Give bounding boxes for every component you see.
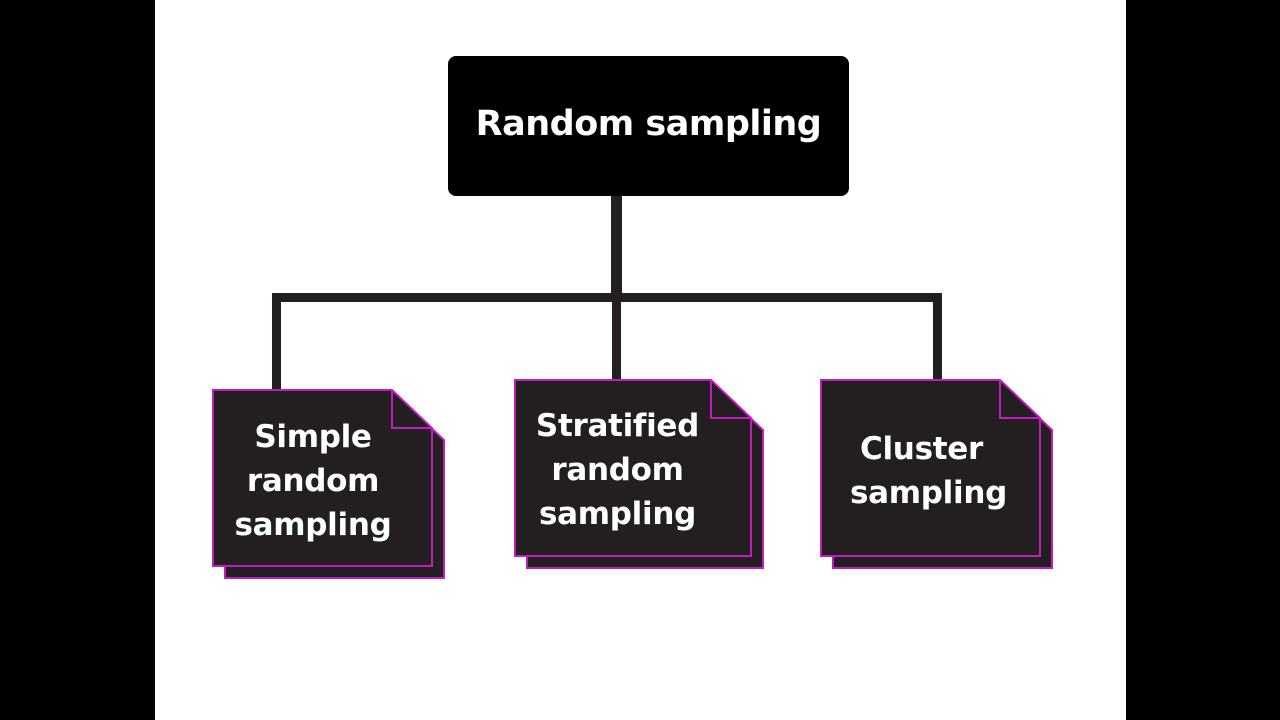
root-node-label: Random sampling bbox=[475, 104, 822, 144]
node-simple-fold bbox=[391, 390, 432, 429]
node-stratified-fold bbox=[710, 380, 751, 419]
node-cluster-label: Cluster sampling bbox=[821, 427, 1036, 515]
node-stratified-label: Stratified random sampling bbox=[515, 404, 720, 536]
node-stratified-card bbox=[514, 379, 752, 557]
node-stratified-random-sampling bbox=[514, 379, 764, 569]
node-simple-card bbox=[212, 389, 433, 567]
node-stratified-line-1: Stratified bbox=[535, 408, 700, 444]
node-cluster-line-2: sampling bbox=[850, 475, 1007, 511]
node-cluster-sampling bbox=[820, 379, 1053, 569]
root-node-random-sampling: Random sampling bbox=[448, 56, 849, 196]
branch-bar-line bbox=[272, 293, 942, 302]
root-stem-line bbox=[611, 165, 622, 300]
node-simple-line-2: random bbox=[246, 463, 380, 499]
branch-drop-simple-line bbox=[272, 293, 281, 390]
node-stratified-line-2: random bbox=[551, 452, 684, 488]
node-cluster-fold bbox=[999, 380, 1040, 419]
branch-drop-cluster-line bbox=[933, 293, 942, 380]
branch-drop-stratified-line bbox=[612, 293, 621, 380]
node-simple-random-sampling bbox=[212, 389, 445, 579]
node-stratified-line-3: sampling bbox=[539, 496, 696, 532]
node-simple-label: Simple random sampling bbox=[213, 415, 413, 547]
node-simple-line-3: sampling bbox=[234, 507, 392, 543]
node-simple-line-1: Simple bbox=[254, 419, 372, 455]
node-cluster-card bbox=[820, 379, 1041, 557]
node-cluster-line-1: Cluster bbox=[860, 431, 983, 467]
